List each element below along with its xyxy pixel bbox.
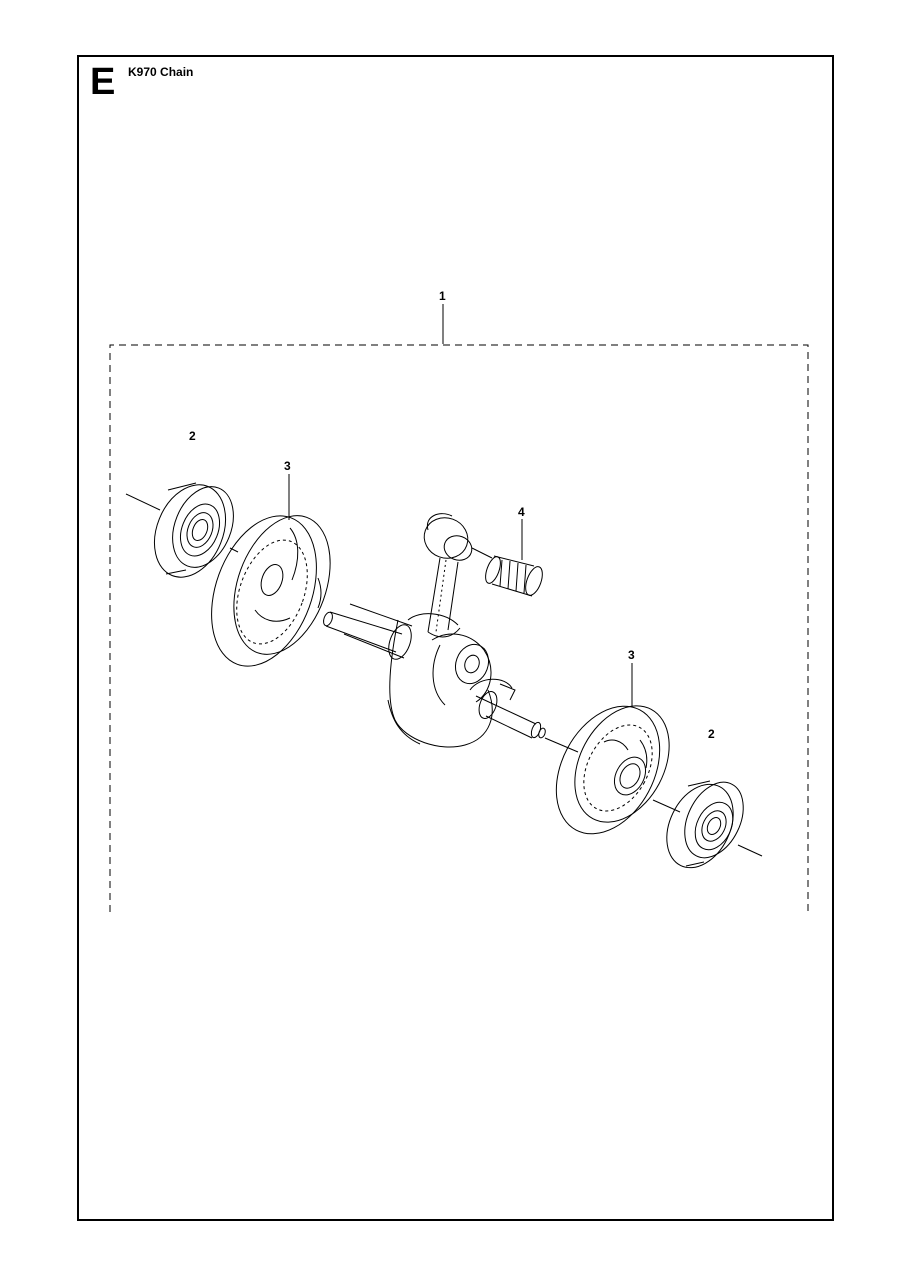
needle-bearing: [485, 555, 543, 597]
page-frame: [77, 55, 834, 1221]
ball-bearing-right: [666, 780, 744, 869]
callout-1: 1: [439, 289, 446, 303]
bearing-seal-left: [211, 515, 331, 667]
ball-bearing-left: [154, 482, 234, 578]
assembly-bracket: [109, 304, 809, 912]
callout-2-right: 2: [708, 727, 715, 741]
bearing-seal-right: [555, 705, 670, 835]
connecting-rod: [423, 513, 473, 638]
section-letter: E: [90, 61, 116, 103]
leader-lines: [288, 474, 633, 707]
callout-3-left: 3: [284, 459, 291, 473]
crank-web: [387, 613, 493, 748]
callout-4: 4: [518, 505, 525, 519]
crankshaft-right-journal: [469, 678, 546, 739]
callout-3-right: 3: [628, 648, 635, 662]
axis-line: [125, 493, 763, 857]
callout-2-left: 2: [189, 429, 196, 443]
model-title: K970 Chain: [128, 65, 194, 79]
crankshaft-left-journal: [323, 603, 413, 660]
